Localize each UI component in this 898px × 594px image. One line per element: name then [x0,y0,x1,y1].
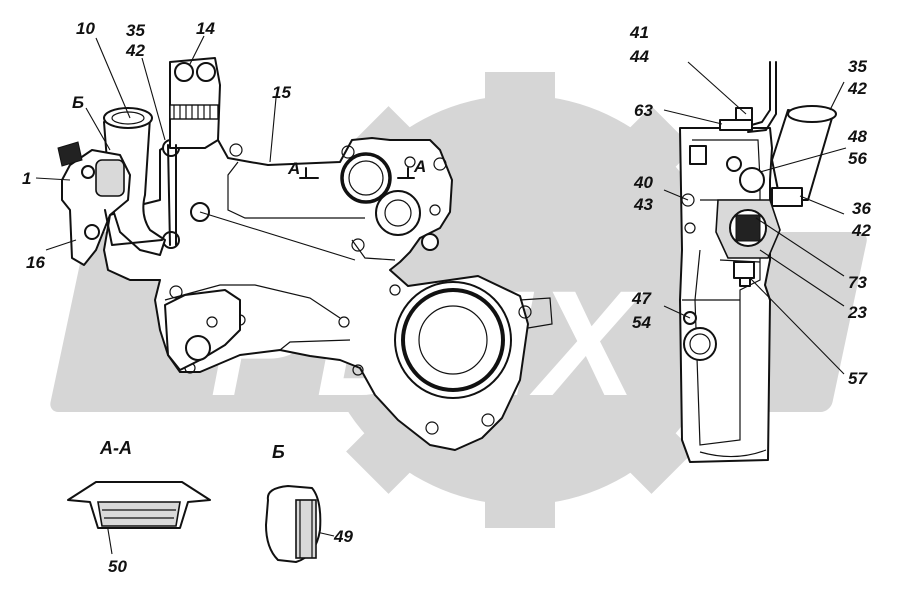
section-title-a-a: А-А [99,438,132,458]
callout-63: 63 [634,101,653,120]
leader-lines [35,35,847,555]
callout-1: 1 [22,169,31,188]
callout-50: 50 [108,557,127,576]
side-fittings [681,145,803,361]
callout-42-right: 42 [847,79,867,98]
callout-54: 54 [632,313,651,332]
callout-35-right: 35 [848,57,867,76]
thermostat-housing-left [57,141,131,266]
callout-a-left: A [287,159,300,178]
callout-49: 49 [333,527,353,546]
callout-73: 73 [848,273,867,292]
callout-b-marker: Б [72,93,84,112]
callout-36: 36 [852,199,871,218]
callout-35-top: 35 [126,21,145,40]
callout-48: 48 [847,127,867,146]
rod-35-42 [104,144,177,246]
callout-10: 10 [76,19,95,38]
hose-14 [169,57,221,149]
callout-16: 16 [26,253,45,272]
callout-42-top: 42 [125,41,145,60]
bracket-41-44 [719,61,777,133]
callout-41: 41 [629,23,649,42]
callout-57: 57 [848,369,868,388]
detail-a-a [67,481,211,529]
callout-15: 15 [272,83,291,102]
callout-40: 40 [633,173,653,192]
callout-23: 23 [847,303,867,322]
callout-44: 44 [629,47,649,66]
crankshaft-seal [394,281,512,399]
callout-56: 56 [848,149,867,168]
water-outlet-pipe [103,107,166,256]
detail-b [265,485,322,563]
callout-42-side: 42 [851,221,871,240]
callout-14: 14 [196,19,215,38]
callout-43: 43 [633,195,653,214]
pump-openings [340,145,447,251]
callouts: 10 35 42 14 15 Б 1 16 A A 41 44 63 35 42… [22,19,871,576]
callout-47: 47 [631,289,652,308]
section-title-b: Б [272,442,285,462]
section-marks [299,167,415,179]
lower-left-bracket [164,289,241,371]
callout-a-right: A [413,157,426,176]
